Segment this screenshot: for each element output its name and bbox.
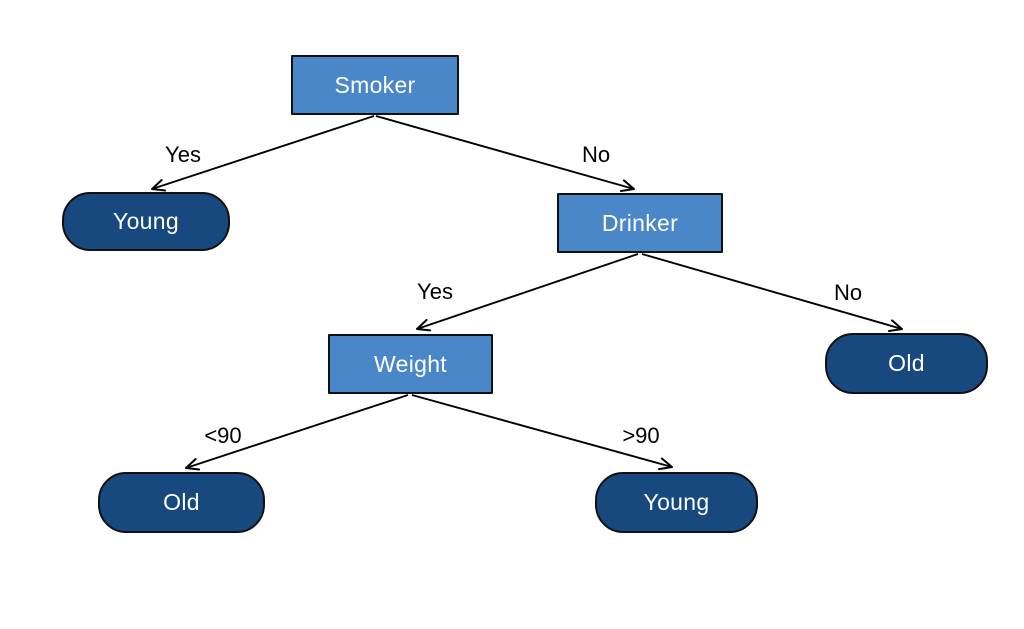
edge-smoker-drinker [375,115,635,193]
node-old-bottom-left: Old [98,472,265,533]
edge-label-drinker-no: No [833,280,863,305]
node-weight: Weight [328,334,493,394]
edge-weight-old-bottom [185,394,409,471]
edge-label-smoker-no: No [581,142,611,167]
edge-drinker-old-right [641,253,903,332]
node-young-left: Young [62,192,230,251]
edge-label-weight-gt90: >90 [622,423,660,448]
node-smoker: Smoker [291,55,459,115]
edge-label-weight-lt90: <90 [204,423,242,448]
edge-label-smoker-yes: Yes [165,142,201,167]
edge-weight-young-bottom [411,394,673,471]
node-young-bottom: Young [595,472,758,533]
edge-label-drinker-yes: Yes [417,279,453,304]
node-old-right: Old [825,333,988,394]
edge-drinker-weight [416,253,639,332]
node-drinker: Drinker [557,193,723,253]
edge-smoker-young-left [151,115,375,192]
